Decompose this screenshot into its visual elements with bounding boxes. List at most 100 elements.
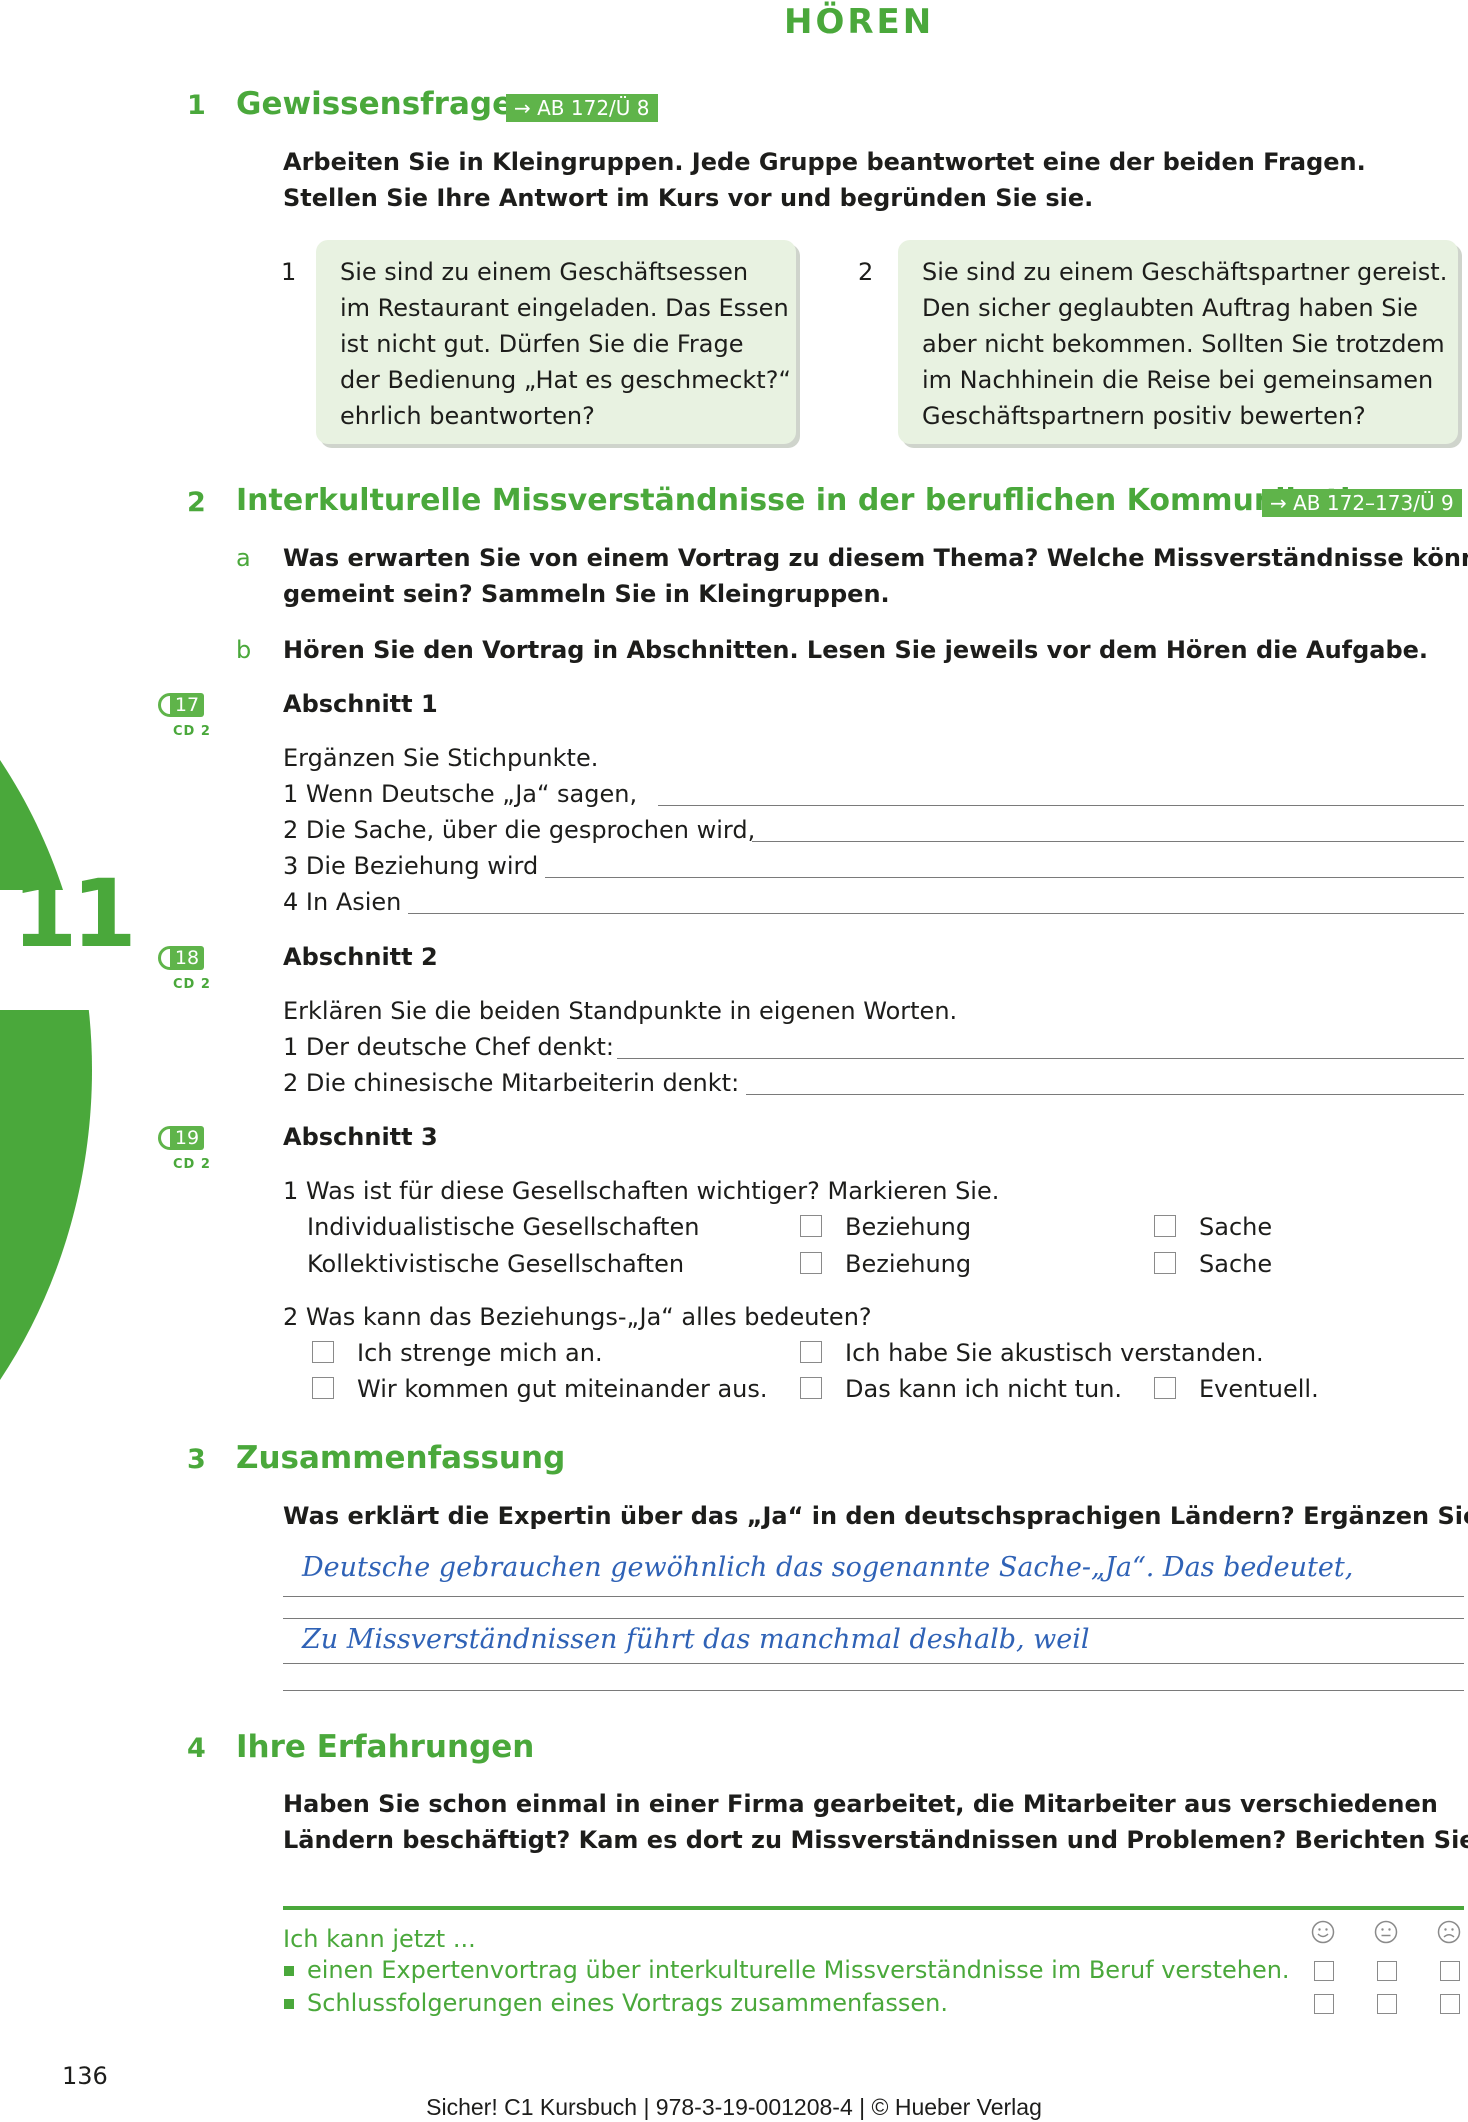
abschnitt-1-instruction: Ergänzen Sie Stichpunkte. <box>283 744 599 772</box>
abschnitt-1-item: 4 In Asien <box>283 888 402 916</box>
question-text-line: aber nicht bekommen. Sollten Sie trotzde… <box>922 330 1445 358</box>
abschnitt-3-question-2: 2 Was kann das Beziehungs-„Ja“ alles bed… <box>283 1303 872 1331</box>
section-1-number: 1 <box>187 90 206 121</box>
abschnitt-1-title: Abschnitt 1 <box>283 690 438 718</box>
self-assessment-checkbox[interactable] <box>1377 1961 1397 1981</box>
checkbox[interactable] <box>800 1377 822 1399</box>
cd-track-number: 17 <box>170 693 204 717</box>
task-a-letter: a <box>236 544 251 572</box>
abschnitt-2-item: 1 Der deutsche Chef denkt: <box>283 1033 614 1061</box>
section-3-title: Zusammenfassung <box>236 1440 566 1476</box>
abschnitt-2-title: Abschnitt 2 <box>283 943 438 971</box>
question-1-number: 1 <box>281 258 297 286</box>
answer-line[interactable] <box>545 877 1464 878</box>
question-text-line: Geschäftspartnern positiv bewerten? <box>922 402 1366 430</box>
neutral-face-icon <box>1374 1920 1398 1944</box>
checkbox[interactable] <box>1154 1377 1176 1399</box>
answer-line[interactable] <box>283 1690 1464 1691</box>
checkbox[interactable] <box>1154 1215 1176 1237</box>
abschnitt-1-item: 2 Die Sache, über die gesprochen wird, <box>283 816 756 844</box>
cd-track-number: 18 <box>170 946 204 970</box>
bullet-icon <box>284 1999 294 2009</box>
self-assessment-checkbox[interactable] <box>1377 1994 1397 2014</box>
task-b-letter: b <box>236 636 252 664</box>
question-1-box <box>316 240 796 444</box>
abschnitt-1-item: 3 Die Beziehung wird <box>283 852 539 880</box>
chapter-number: 11 <box>12 860 137 969</box>
footer: Sicher! C1 Kursbuch | 978-3-19-001208-4 … <box>426 2094 1042 2120</box>
section-4-number: 4 <box>187 1733 206 1764</box>
abschnitt-1-item: 1 Wenn Deutsche „Ja“ sagen, <box>283 780 638 808</box>
self-assessment-checkbox[interactable] <box>1440 1994 1460 2014</box>
page-header: HÖREN <box>784 2 935 42</box>
cd-track-number: 19 <box>170 1126 204 1150</box>
section-2-number: 2 <box>187 487 206 518</box>
handwritten-answer: Deutsche gebrauchen gewöhnlich das sogen… <box>302 1552 1354 1583</box>
can-do-heading: Ich kann jetzt ... <box>283 1925 476 1953</box>
cd-label: CD 2 <box>173 724 211 739</box>
option-label: Sache <box>1199 1213 1273 1241</box>
answer-line[interactable] <box>408 913 1464 914</box>
checkbox[interactable] <box>800 1252 822 1274</box>
checkbox[interactable] <box>800 1341 822 1363</box>
cd-label: CD 2 <box>173 977 211 992</box>
checkbox[interactable] <box>312 1341 334 1363</box>
answer-line[interactable] <box>617 1058 1464 1059</box>
question-text-line: ehrlich beantworten? <box>340 402 595 430</box>
section-1-ref-tag: → AB 172/Ü 8 <box>506 94 658 122</box>
answer-line[interactable] <box>283 1596 1464 1597</box>
self-assessment-checkbox[interactable] <box>1440 1961 1460 1981</box>
option-label: Sache <box>1199 1250 1273 1278</box>
question-text-line: im Restaurant eingeladen. Das Essen <box>340 294 789 322</box>
section-1-instruction-line: Stellen Sie Ihre Antwort im Kurs vor und… <box>283 184 1094 212</box>
sad-face-icon <box>1437 1920 1461 1944</box>
cd-track-18-badge[interactable]: 18 <box>158 946 206 970</box>
answer-line[interactable] <box>658 805 1464 806</box>
can-do-item: Schlussfolgerungen eines Vortrags zusamm… <box>307 1989 948 2017</box>
option-label: Ich habe Sie akustisch verstanden. <box>845 1339 1264 1367</box>
question-text-line: Sie sind zu einem Geschäftsessen <box>340 258 749 286</box>
option-label: Beziehung <box>845 1250 972 1278</box>
section-2-ref-tag: → AB 172–173/Ü 9 <box>1262 489 1462 517</box>
question-text-line: Den sicher geglaubten Auftrag haben Sie <box>922 294 1418 322</box>
section-2-title: Interkulturelle Missverständnisse in der… <box>236 483 1393 518</box>
self-assessment-checkbox[interactable] <box>1314 1994 1334 2014</box>
question-text-line: ist nicht gut. Dürfen Sie die Frage <box>340 330 744 358</box>
society-label: Individualistische Gesellschaften <box>307 1213 700 1241</box>
option-label: Beziehung <box>845 1213 972 1241</box>
section-4-title: Ihre Erfahrungen <box>236 1729 535 1765</box>
question-text-line: Sie sind zu einem Geschäftspartner gerei… <box>922 258 1448 286</box>
section-4-line: Haben Sie schon einmal in einer Firma ge… <box>283 1790 1438 1818</box>
option-label: Eventuell. <box>1199 1375 1319 1403</box>
question-2-number: 2 <box>858 258 874 286</box>
abschnitt-2-item: 2 Die chinesische Mitarbeiterin denkt: <box>283 1069 740 1097</box>
cd-track-19-badge[interactable]: 19 <box>158 1126 206 1150</box>
checkbox[interactable] <box>800 1215 822 1237</box>
abschnitt-3-title: Abschnitt 3 <box>283 1123 438 1151</box>
bullet-icon <box>284 1966 294 1976</box>
cd-track-17-badge[interactable]: 17 <box>158 693 206 717</box>
page-number: 136 <box>62 2062 108 2090</box>
answer-line[interactable] <box>746 1094 1464 1095</box>
option-label: Wir kommen gut miteinander aus. <box>357 1375 768 1403</box>
cd-label: CD 2 <box>173 1157 211 1172</box>
answer-line[interactable] <box>283 1618 1464 1619</box>
question-text-line: im Nachhinein die Reise bei gemeinsamen <box>922 366 1434 394</box>
happy-face-icon <box>1311 1920 1335 1944</box>
checkbox[interactable] <box>312 1377 334 1399</box>
option-label: Ich strenge mich an. <box>357 1339 603 1367</box>
self-assessment-checkbox[interactable] <box>1314 1961 1334 1981</box>
answer-line[interactable] <box>752 841 1464 842</box>
section-3-instruction: Was erklärt die Expertin über das „Ja“ i… <box>283 1502 1468 1530</box>
can-do-item: einen Expertenvortrag über interkulturel… <box>307 1956 1290 1984</box>
question-text-line: der Bedienung „Hat es geschmeckt?“ <box>340 366 791 394</box>
question-2-text: Sie sind zu einem Geschäftspartner gerei… <box>922 254 1447 434</box>
checkbox[interactable] <box>1154 1252 1176 1274</box>
task-b-text: Hören Sie den Vortrag in Abschnitten. Le… <box>283 636 1429 664</box>
section-1-instruction-line: Arbeiten Sie in Kleingruppen. Jede Grupp… <box>283 148 1366 176</box>
answer-line[interactable] <box>283 1663 1464 1664</box>
abschnitt-2-instruction: Erklären Sie die beiden Standpunkte in e… <box>283 997 958 1025</box>
section-4-line: Ländern beschäftigt? Kam es dort zu Miss… <box>283 1826 1468 1854</box>
question-2-box <box>898 240 1458 444</box>
question-1-text: Sie sind zu einem Geschäftsessen im Rest… <box>340 254 791 434</box>
